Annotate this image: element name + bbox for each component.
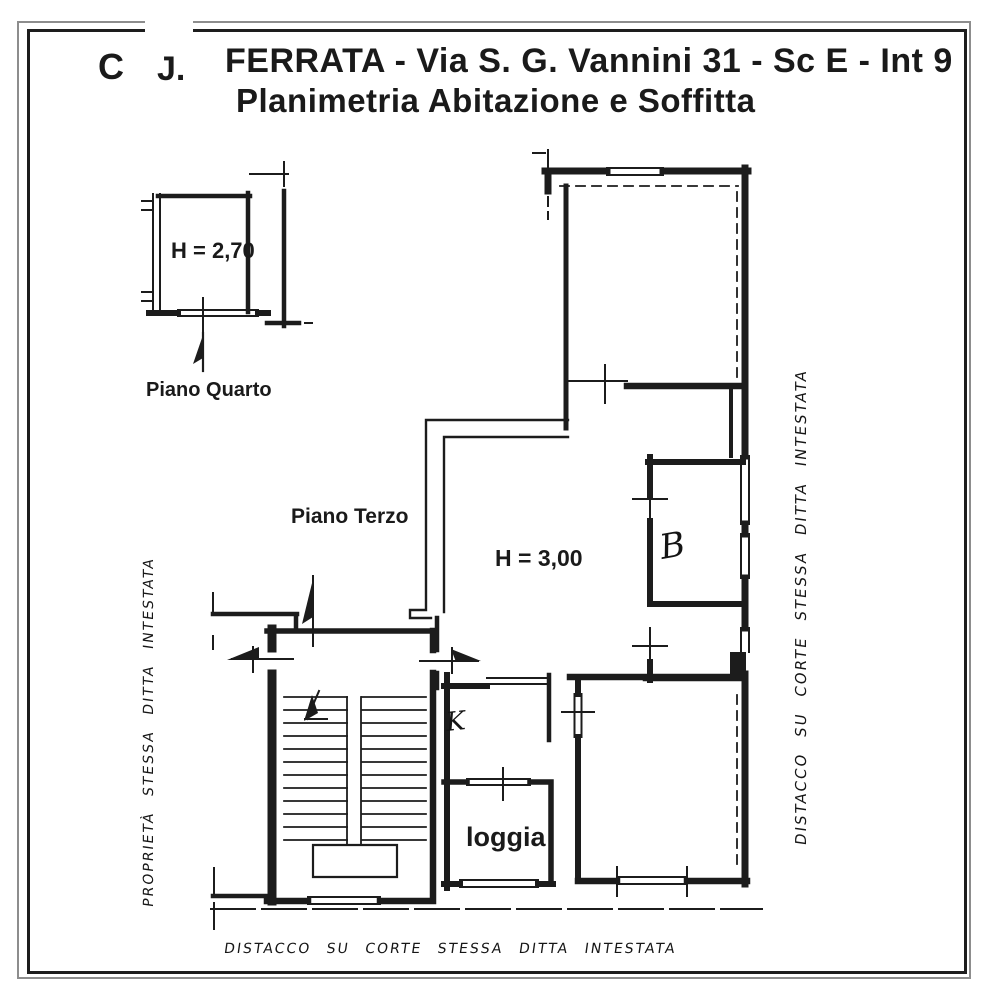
upper-plan-walls bbox=[141, 161, 313, 373]
kitchen-loggia-walls bbox=[441, 672, 556, 891]
bottom-right-room bbox=[561, 673, 751, 897]
whiteout-mark-3 bbox=[466, 88, 506, 118]
main-plan-top-right-room bbox=[532, 149, 752, 431]
whiteout-mark-2 bbox=[380, 86, 414, 116]
main-plan-height-label: H = 3,00 bbox=[495, 545, 583, 571]
title-fragment-1: C bbox=[98, 46, 124, 87]
whiteout-mark-border bbox=[145, 0, 193, 38]
whiteout-mark-1 bbox=[264, 82, 310, 116]
title-fragment-2: J. bbox=[157, 50, 186, 88]
loggia-label: loggia bbox=[466, 822, 546, 852]
upper-plan-height-label: H = 2,70 bbox=[171, 238, 255, 263]
annotation-bottom: DISTACCO SU CORTE STESSA DITTA INTESTATA bbox=[222, 941, 678, 957]
title-line2: Planimetria Abitazione e Soffitta bbox=[236, 82, 756, 119]
bathroom-block bbox=[632, 454, 747, 683]
page-border-outer bbox=[17, 21, 971, 979]
title-line1: FERRATA - Via S. G. Vannini 31 - Sc E - … bbox=[225, 42, 953, 80]
room-k-label: K bbox=[444, 706, 467, 738]
stairwell-block bbox=[210, 575, 437, 930]
whiteout-mark-5 bbox=[652, 86, 686, 118]
whiteout-mark-4 bbox=[588, 92, 606, 116]
page-border-inner bbox=[27, 29, 967, 974]
right-outer-wall bbox=[729, 164, 750, 888]
upper-plan-floor-label: Piano Quarto bbox=[146, 379, 272, 401]
living-area-walls bbox=[408, 418, 570, 691]
annotation-right-vertical: DISTACCO SU CORTE STESSA DITTA INTESTATA bbox=[792, 367, 810, 847]
annotation-left-vertical: PROPRIETÀ STESSA DITTA INTESTATA bbox=[141, 556, 157, 909]
main-plan-floor-label: Piano Terzo bbox=[291, 505, 409, 528]
